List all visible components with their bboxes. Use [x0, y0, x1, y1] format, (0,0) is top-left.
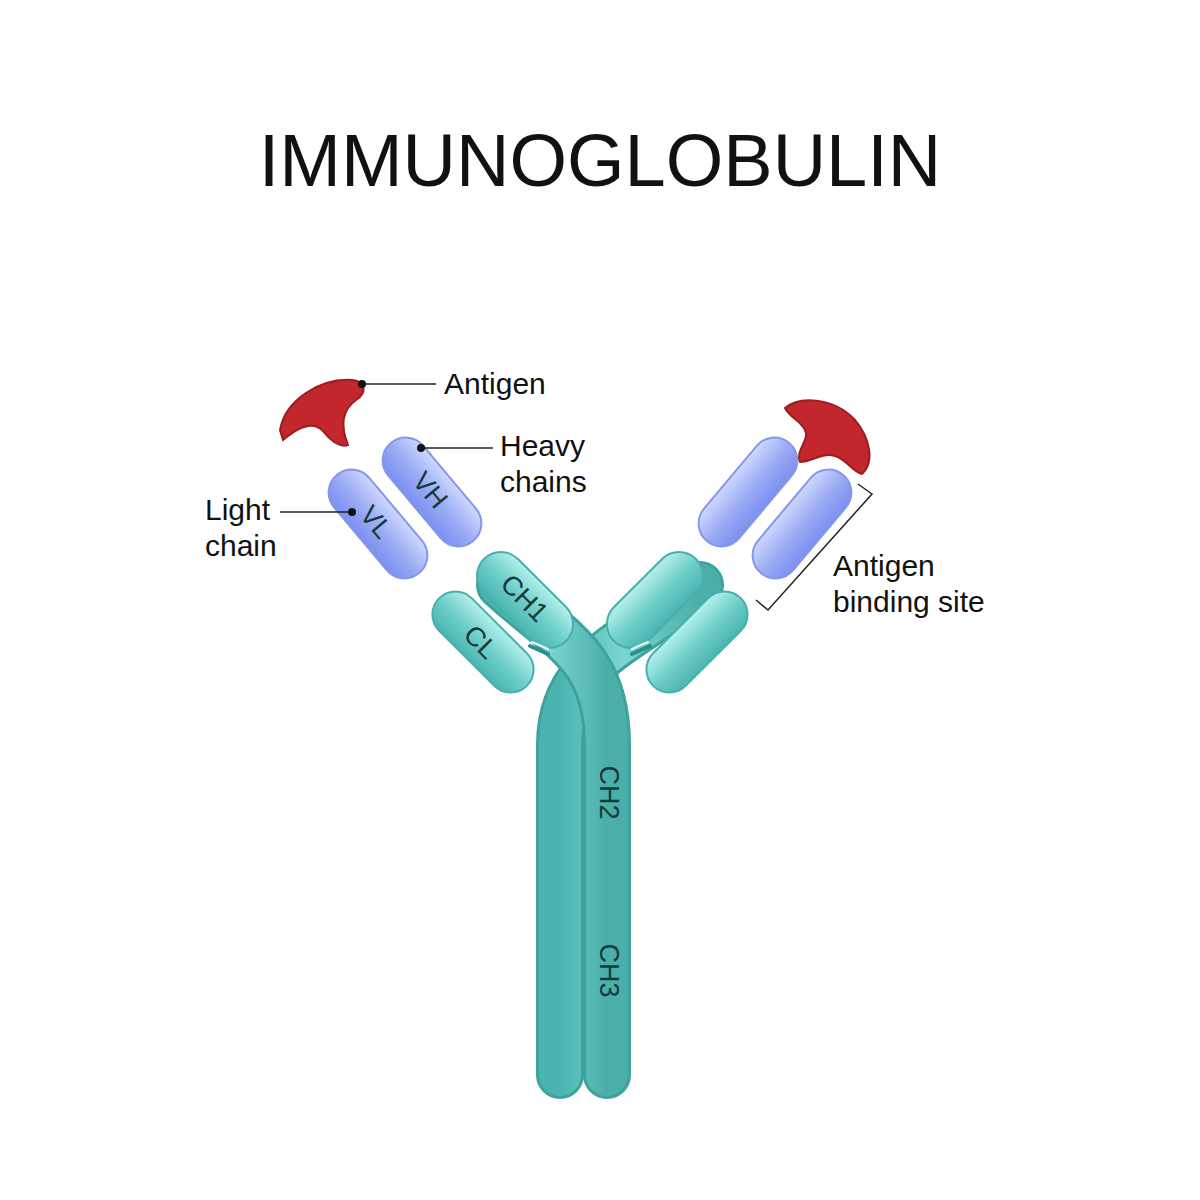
callout-label: Light chain: [205, 492, 285, 564]
antigen-shape: [785, 400, 869, 474]
callout-label: Antigen binding site: [833, 548, 1013, 620]
disulfide-bond: [530, 646, 650, 654]
leader-line: [280, 384, 493, 512]
callout-label: Antigen: [444, 366, 644, 402]
constant-domain: [637, 582, 757, 702]
antigen-shape: [280, 380, 364, 446]
diagram-title: IMMUNOGLOBULIN: [0, 118, 1200, 203]
domain-label: CH3: [592, 943, 623, 997]
disulfide-bond: [532, 642, 648, 649]
callout-label: Heavy chains: [500, 428, 610, 500]
domain-label: CH2: [592, 765, 623, 819]
